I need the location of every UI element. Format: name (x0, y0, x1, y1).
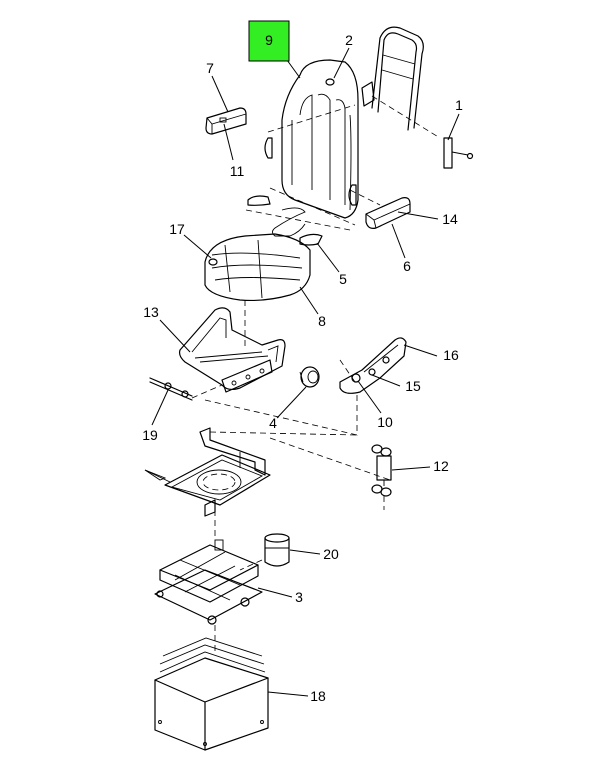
callout-9[interactable]: 9 (265, 32, 273, 48)
leader-lines (151, 47, 460, 697)
seat-frame (178, 300, 286, 393)
release-cable (149, 377, 223, 401)
callout-19[interactable]: 19 (142, 427, 158, 443)
adjust-knob (299, 366, 320, 388)
callout-5[interactable]: 5 (339, 271, 347, 287)
rear-frame-bracket (267, 26, 474, 169)
base-riser-box (154, 637, 269, 751)
recliner-plate (339, 337, 407, 394)
callout-8[interactable]: 8 (318, 313, 326, 329)
seat-back (264, 59, 359, 219)
callout-14[interactable]: 14 (442, 211, 458, 227)
callout-18[interactable]: 18 (310, 688, 326, 704)
callout-2[interactable]: 2 (345, 32, 353, 48)
callout-17[interactable]: 17 (169, 221, 185, 237)
seat-cushion (204, 233, 311, 302)
callout-20[interactable]: 20 (323, 546, 339, 562)
callout-16[interactable]: 16 (443, 347, 459, 363)
assembly-guides (204, 395, 391, 655)
right-armrest (349, 189, 411, 229)
mounting-plate (144, 427, 271, 517)
callout-15[interactable]: 15 (405, 378, 421, 394)
callout-11[interactable]: 11 (230, 163, 245, 179)
recline-cable (245, 187, 356, 237)
air-spring (239, 533, 290, 571)
callouts: 9 2 7 1 11 14 6 17 5 8 13 16 15 10 4 19 … (142, 20, 463, 704)
callout-3[interactable]: 3 (295, 589, 303, 605)
scissor-suspension (154, 539, 263, 625)
callout-6[interactable]: 6 (403, 258, 411, 274)
callout-1[interactable]: 1 (455, 97, 463, 113)
left-armrest (205, 107, 247, 135)
callout-9-highlight-box[interactable] (248, 20, 290, 62)
callout-4[interactable]: 4 (269, 415, 277, 431)
callout-13[interactable]: 13 (143, 304, 159, 320)
shock-absorber (371, 444, 392, 510)
callout-12[interactable]: 12 (433, 458, 449, 474)
callout-10[interactable]: 10 (377, 414, 393, 430)
callout-7[interactable]: 7 (206, 60, 214, 76)
